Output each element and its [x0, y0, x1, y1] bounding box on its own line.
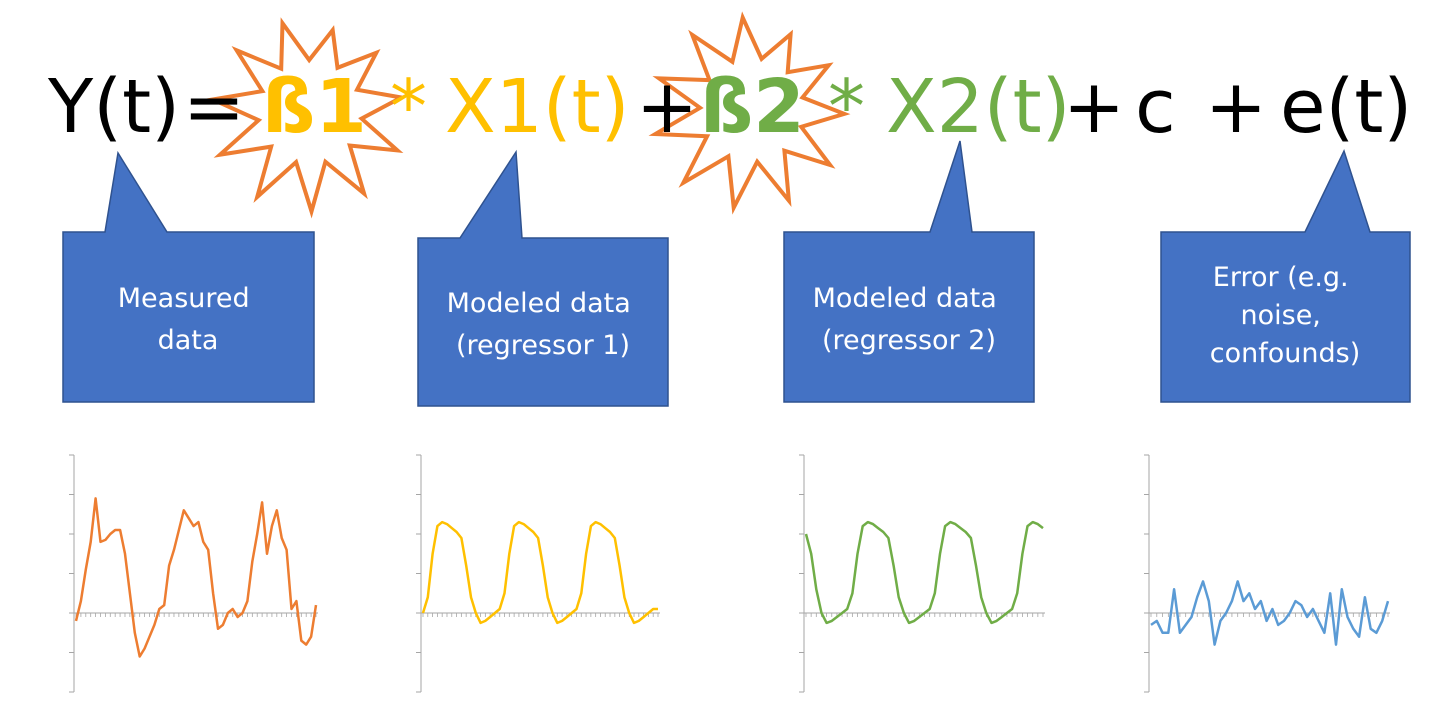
callout-line: Modeled data: [813, 283, 997, 314]
callout-line: Error (e.g.: [1213, 262, 1349, 293]
equation-x2: X2(t): [886, 64, 1071, 150]
equation-times2: *: [828, 64, 865, 150]
callout-regressor-2: Modeled data (regressor 2): [783, 140, 1035, 403]
callout-line: Modeled data: [447, 288, 631, 319]
svg-text:Error (e.g. noise,: Error (e.g. noise, confounds): [1210, 262, 1360, 369]
callout-measured-data: Measured data: [62, 150, 315, 403]
callout-line: confounds): [1210, 338, 1360, 369]
series-line: [74, 497, 318, 658]
equation-plus3: +: [1205, 64, 1267, 150]
chart-regressor-2: [799, 454, 1045, 693]
callout-line: (regressor 1): [456, 330, 630, 361]
callout-box: [62, 150, 315, 403]
equation-times1: *: [390, 64, 427, 150]
callout-line: noise,: [1241, 300, 1321, 331]
svg-text:Measured data: Measured data: [118, 283, 258, 356]
equation: Y(t) = ß1 * X1(t) + ß2 * X2(t) + c + e(t…: [47, 64, 1412, 150]
starburst-beta2-icon: [648, 11, 851, 215]
starburst-beta1-icon: [205, 17, 408, 219]
callout-line: data: [158, 325, 219, 356]
series-line: [1150, 580, 1390, 646]
series-line: [804, 520, 1044, 625]
svg-text:Modeled data (regressor: Modeled data (regressor 2): [813, 283, 1006, 356]
callout-line: Measured: [118, 283, 250, 314]
svg-text:Modeled data (regressor: Modeled data (regressor 1): [447, 288, 640, 361]
series-line: [421, 520, 658, 625]
chart-error: [1144, 454, 1390, 693]
equation-beta2: ß2: [700, 64, 805, 150]
equation-plus1: +: [636, 64, 698, 150]
equation-error: e(t): [1280, 64, 1412, 150]
equation-plus2: +: [1063, 64, 1125, 150]
callout-regressor-1: Modeled data (regressor 1): [417, 149, 669, 407]
callout-box: [417, 149, 669, 407]
equation-lhs: Y(t): [47, 64, 180, 150]
callout-line: (regressor 2): [822, 325, 996, 356]
equation-constant: c: [1135, 64, 1176, 150]
chart-measured-data: [69, 454, 318, 693]
equation-x1: X1(t): [445, 64, 630, 150]
equation-equals: =: [183, 64, 245, 150]
callout-box: [783, 140, 1035, 403]
callout-box: [1160, 148, 1411, 403]
equation-beta1: ß1: [262, 64, 367, 150]
chart-regressor-1: [416, 454, 660, 693]
callout-error: Error (e.g. noise, confounds): [1160, 148, 1411, 403]
